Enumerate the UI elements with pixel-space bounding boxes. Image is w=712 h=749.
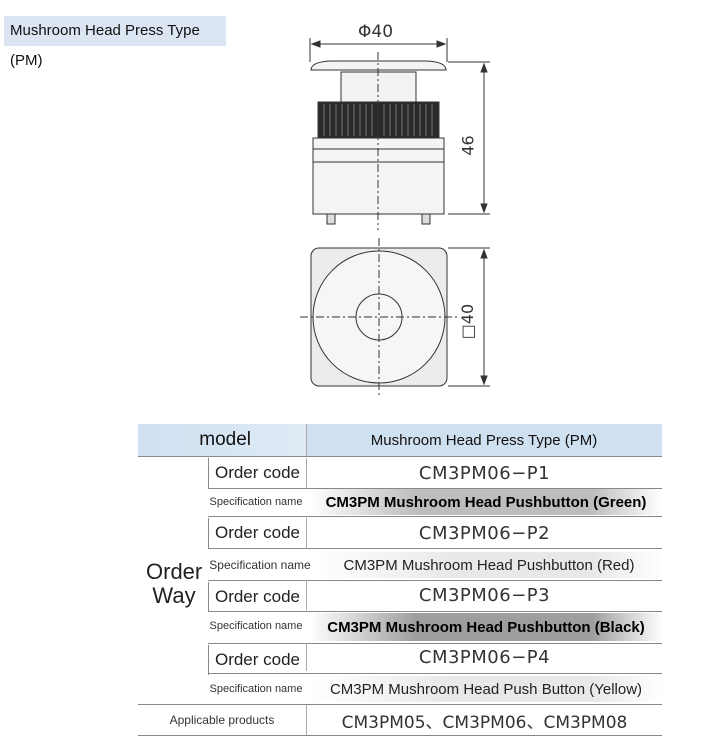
spec-name-label: Specification name [209, 496, 303, 508]
header-type: Mushroom Head Press Type (PM) [370, 431, 598, 449]
order-code-p1: CM3PM06−P1 [306, 458, 662, 488]
applicable-products-label: Applicable products [169, 713, 275, 727]
header-right-cell: Mushroom Head Press Type (PM) [306, 424, 662, 456]
order-code-label: Order code [208, 582, 306, 612]
spec-p3: CM3PM Mushroom Head Pushbutton (Black) [310, 613, 662, 641]
way-label: Way [152, 583, 196, 608]
order-code-p4: CM3PM06−P4 [306, 643, 662, 671]
spec-p1: CM3PM Mushroom Head Pushbutton (Green) [310, 489, 662, 515]
diameter-label: Φ40 [358, 22, 394, 42]
spec-name-label: Specification name [209, 683, 303, 695]
order-code-label: Order code [208, 518, 306, 548]
order-code-p3: CM3PM06−P3 [306, 580, 662, 610]
applicable-products-value: CM3PM05、CM3PM06、CM3PM08 [306, 705, 662, 735]
page-title: Mushroom Head Press Type (PM) [4, 16, 226, 69]
spec-p4: CM3PM Mushroom Head Push Button (Yellow) [310, 676, 662, 702]
technical-drawing [300, 38, 490, 396]
spec-name-label: Specification name [209, 558, 311, 572]
header-model: model [199, 429, 251, 450]
order-label: Order [146, 559, 203, 584]
order-way-label: Order Way [146, 560, 202, 608]
order-code-p2: CM3PM06−P2 [306, 518, 662, 548]
order-code-label: Order code [208, 458, 306, 488]
spec-p2: CM3PM Mushroom Head Pushbutton (Red) [316, 552, 662, 578]
spec-name-label: Specification name [209, 620, 303, 632]
order-code-label: Order code [208, 645, 306, 675]
header-left-cell: model [138, 424, 306, 456]
